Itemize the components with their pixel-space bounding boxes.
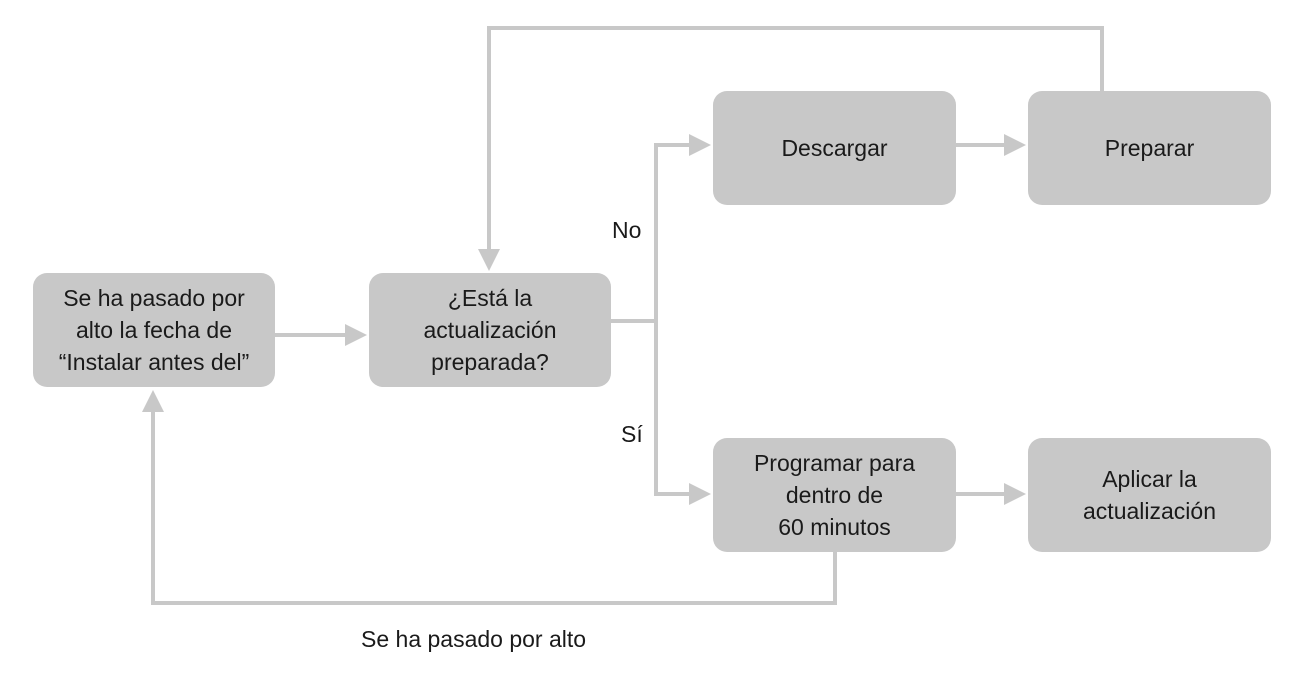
connector-schedule-to-missed-loop (151, 408, 837, 605)
arrowhead-to-download (689, 134, 711, 156)
arrowhead-to-apply (1004, 483, 1026, 505)
arrowhead-to-prepare (1004, 134, 1026, 156)
node-missed-deadline-label: Se ha pasado por alto la fecha de “Insta… (58, 285, 250, 375)
node-apply-update: Aplicar la actualización (1028, 438, 1271, 552)
node-update-ready-decision: ¿Está la actualización preparada? (369, 273, 611, 387)
node-schedule-label: Programar para dentro de 60 minutos (753, 450, 916, 540)
arrowhead-to-schedule (689, 483, 711, 505)
node-download: Descargar (713, 91, 956, 205)
node-update-ready-label: ¿Está la actualización preparada? (423, 285, 557, 375)
edge-label-missed-loop: Se ha pasado por alto (361, 626, 587, 652)
node-apply-update-label: Aplicar la actualización (1083, 466, 1216, 524)
arrowhead-loop-to-missed (142, 390, 164, 412)
edge-label-yes: Sí (621, 421, 643, 447)
edge-label-no: No (612, 217, 642, 243)
node-missed-deadline: Se ha pasado por alto la fecha de “Insta… (33, 273, 275, 387)
node-prepare-label: Preparar (1104, 135, 1195, 161)
node-schedule: Programar para dentro de 60 minutos (713, 438, 956, 552)
node-prepare: Preparar (1028, 91, 1271, 205)
arrowhead-loop-to-ready (478, 249, 500, 271)
node-download-label: Descargar (781, 135, 888, 161)
arrowhead-to-ready (345, 324, 367, 346)
connector-prepare-to-ready-loop (487, 26, 1104, 254)
